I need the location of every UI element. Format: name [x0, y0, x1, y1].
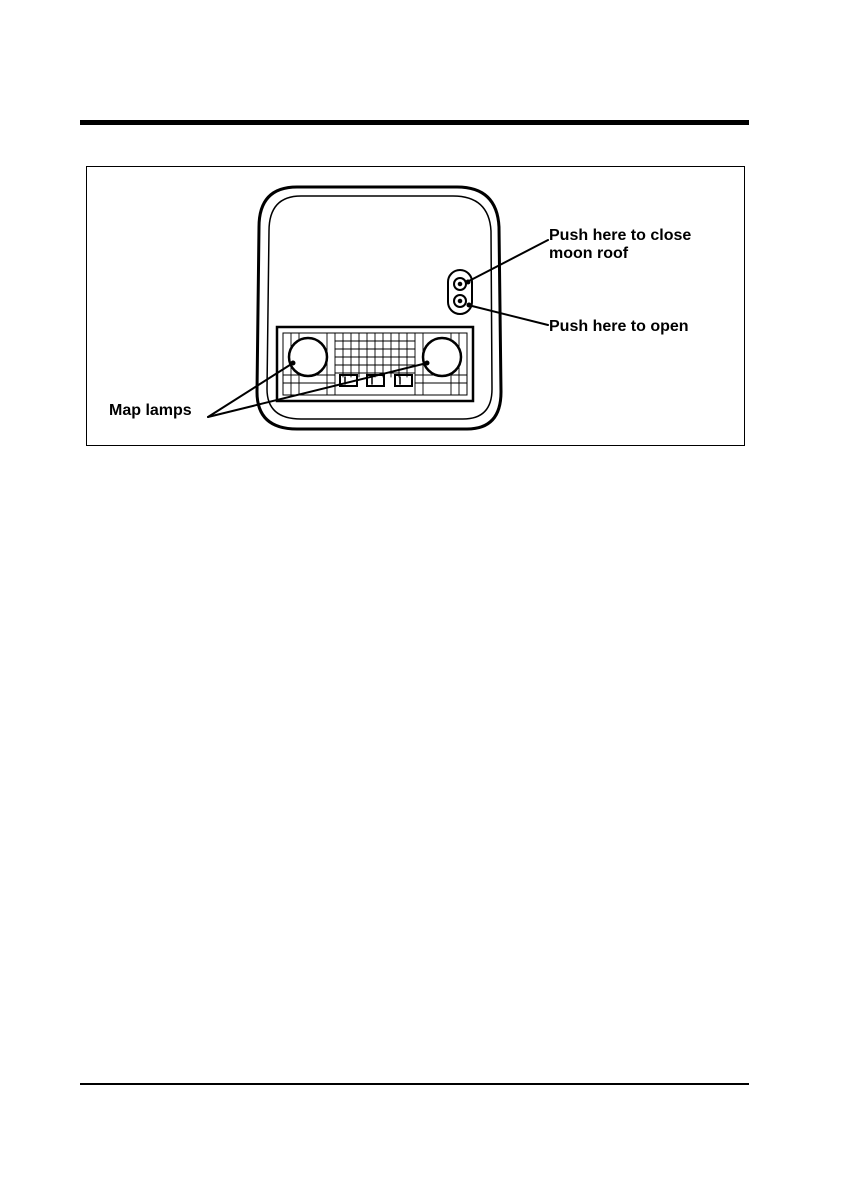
footer-rule [80, 1083, 749, 1085]
leader-close [467, 240, 548, 282]
panel-switch-right [395, 375, 412, 386]
callout-close-moon-roof: Push here to close [549, 227, 691, 245]
overhead-console-figure: Push here to close moon roof Push here t… [86, 166, 745, 446]
console-outer-outline [257, 187, 501, 429]
map-lamp-left [289, 338, 327, 376]
leader-lamp-left [208, 363, 293, 417]
leader-open [468, 305, 548, 325]
header-rule [80, 120, 749, 125]
callout-map-lamps: Map lamps [109, 402, 192, 420]
callout-close-moon-roof-line2: moon roof [549, 245, 628, 263]
callout-open-moon-roof: Push here to open [549, 318, 689, 336]
map-lamp-right [423, 338, 461, 376]
